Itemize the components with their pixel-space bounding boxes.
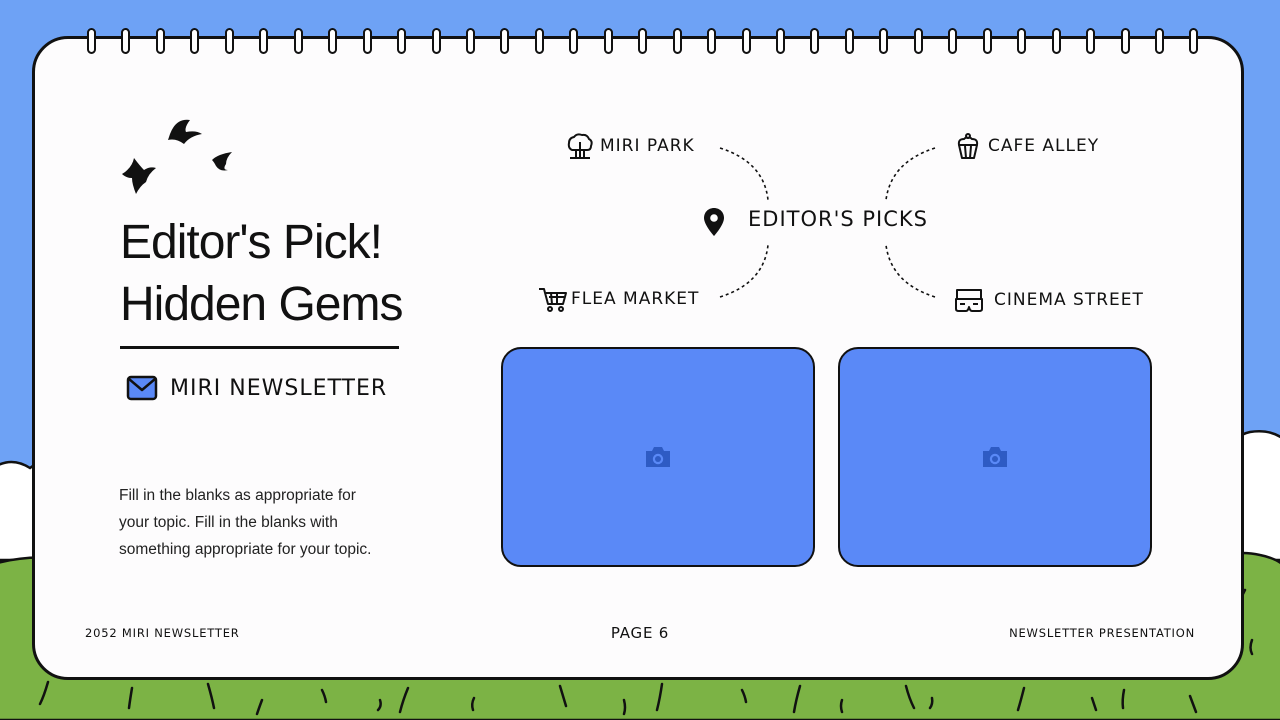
binding-ring: [397, 28, 407, 54]
spot-miri-park: MIRI PARK: [566, 131, 695, 161]
binding-ring: [776, 28, 785, 54]
binding-ring: [603, 28, 613, 54]
title-line-2: Hidden Gems: [120, 278, 403, 331]
binding-ring: [1086, 28, 1096, 54]
spot-label-cafe-alley: CAFE ALLEY: [988, 136, 1100, 156]
location-pin-icon: [704, 208, 724, 236]
binding-ring: [259, 28, 269, 54]
binding-ring: [293, 28, 303, 54]
mail-icon: [126, 375, 158, 401]
spot-label-miri-park: MIRI PARK: [600, 136, 695, 156]
spot-cafe-alley: CAFE ALLEY: [954, 131, 1099, 161]
binding-ring: [1120, 28, 1130, 54]
binding-ring: [810, 28, 820, 54]
title-line-1: Editor's Pick!: [120, 216, 383, 269]
binding-ring: [982, 28, 992, 54]
page-title: Editor's Pick! Hidden Gems: [120, 212, 480, 336]
editors-picks-label: EDITOR'S PICKS: [748, 207, 928, 231]
binding-ring: [87, 28, 96, 54]
binding-ring: [844, 28, 854, 54]
binding-ring: [224, 28, 234, 54]
spot-label-flea-market: FLEA MARKET: [571, 289, 700, 309]
binding-ring: [465, 28, 475, 54]
camera-icon[interactable]: [981, 445, 1009, 469]
binding-ring: [948, 28, 958, 54]
binding-ring: [1154, 28, 1164, 54]
binding-ring: [1189, 28, 1199, 54]
spiral-binding: [0, 28, 1280, 58]
binding-ring: [1017, 28, 1027, 54]
binding-ring: [328, 28, 338, 54]
binding-ring: [431, 28, 441, 54]
page-number: PAGE 6: [610, 624, 670, 642]
3d-glasses-icon: [955, 289, 983, 312]
binding-ring: [707, 28, 717, 54]
newsletter-label: MIRI NEWSLETTER: [170, 375, 388, 401]
photo-placeholder-2[interactable]: [838, 347, 1152, 567]
binding-ring: [534, 28, 544, 54]
camera-icon[interactable]: [644, 445, 672, 469]
newsletter-tag: MIRI NEWSLETTER: [126, 370, 387, 406]
binding-ring: [155, 28, 165, 54]
flying-birds-icon: [122, 119, 232, 194]
spot-label-cinema-street: CINEMA STREET: [994, 290, 1144, 310]
binding-ring: [500, 28, 510, 54]
binding-ring: [672, 28, 682, 54]
title-divider: [120, 346, 399, 349]
spot-flea-market: FLEA MARKET: [538, 284, 699, 314]
photo-placeholder-1[interactable]: [501, 347, 815, 567]
binding-ring: [913, 28, 923, 54]
body-text: Fill in the blanks as appropriate for yo…: [119, 487, 372, 558]
binding-ring: [362, 28, 372, 54]
footer-left: 2052 MIRI NEWSLETTER: [85, 626, 240, 640]
binding-ring: [879, 28, 889, 54]
binding-ring: [190, 28, 200, 54]
shopping-cart-icon: [539, 288, 567, 312]
park-tree-icon: [567, 133, 593, 159]
footer-right: NEWSLETTER PRESENTATION: [1009, 626, 1195, 640]
binding-ring: [569, 28, 579, 54]
binding-ring: [1051, 28, 1061, 54]
cupcake-icon: [957, 133, 979, 159]
binding-ring: [741, 28, 751, 54]
spot-cinema-street: CINEMA STREET: [954, 285, 1144, 315]
binding-ring: [121, 28, 131, 54]
binding-ring: [638, 28, 648, 54]
